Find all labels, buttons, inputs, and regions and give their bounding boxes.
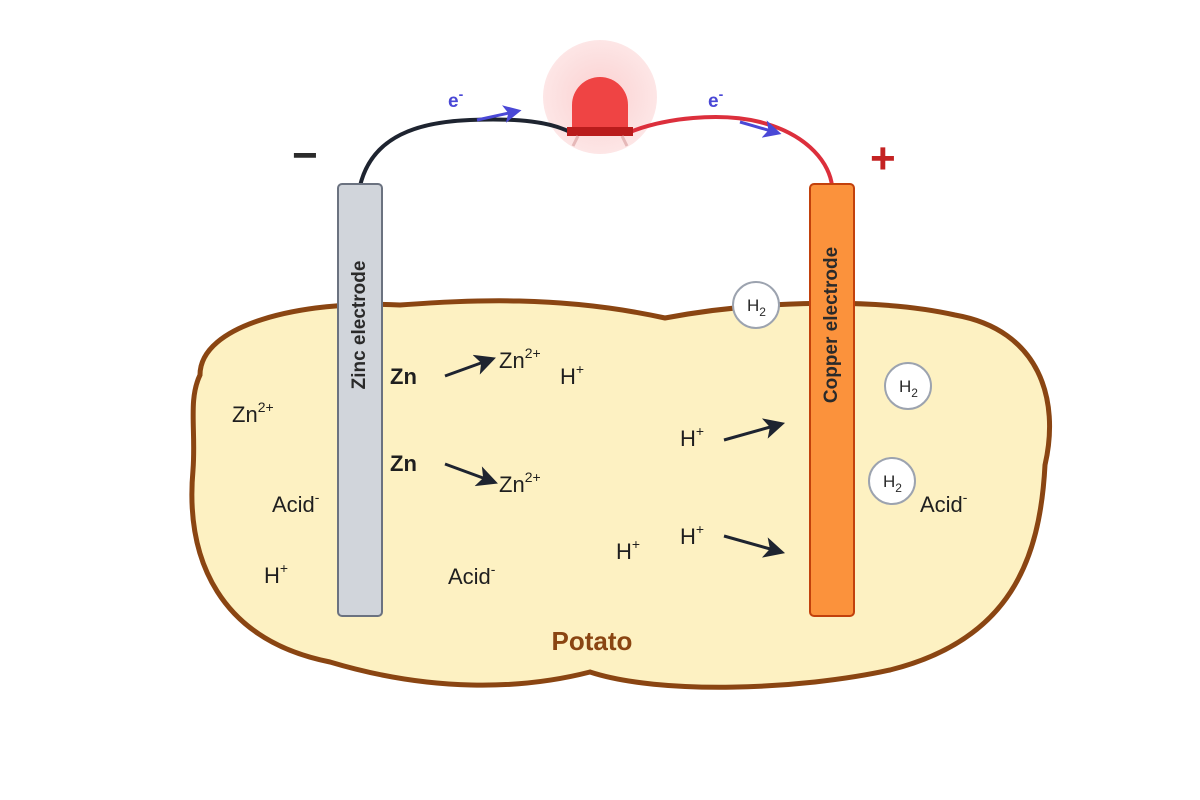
oxidation-arrow-2: [444, 462, 498, 487]
svg-text:H2: H2: [899, 377, 918, 400]
zinc-ion-label: Zn2+: [232, 399, 274, 427]
potato-label: Potato: [552, 626, 633, 656]
hydrogen-ion-arrow-2: [723, 534, 786, 558]
acid-anion-label: Acid-: [448, 561, 496, 589]
electron-arrow-right: [739, 120, 782, 138]
acid-anion-label: Acid-: [272, 489, 320, 517]
hydrogen-bubble: H2: [884, 362, 932, 410]
zinc-ion-label: Zn2+: [499, 345, 541, 373]
oxidation-arrow-1: [444, 354, 496, 378]
zinc-electrode-label: Zinc electrode: [349, 261, 370, 390]
hydrogen-ion-label: H+: [680, 423, 704, 451]
zinc-electrode: [337, 183, 383, 617]
svg-text:H2: H2: [747, 296, 766, 319]
zinc-ion-label: Zn2+: [499, 469, 541, 497]
copper-electrode: [809, 183, 855, 617]
copper-electrode-label: Copper electrode: [821, 247, 842, 403]
zinc-atom-label: Zn: [390, 451, 417, 476]
negative-wire: [358, 117, 571, 187]
hydrogen-ion-arrow-1: [723, 418, 786, 442]
hydrogen-ion-label: H+: [264, 560, 288, 588]
electron-arrow-left: [476, 105, 522, 123]
hydrogen-bubble: H2: [732, 281, 780, 329]
electron-label-left: e-: [448, 86, 464, 112]
hydrogen-ion-label: H+: [680, 521, 704, 549]
hydrogen-ion-label: H+: [616, 536, 640, 564]
svg-text:H2: H2: [883, 472, 902, 495]
hydrogen-bubble: H2: [868, 457, 916, 505]
zinc-atom-label: Zn: [390, 364, 417, 389]
positive-wire: [629, 115, 834, 187]
electron-label-right: e-: [708, 86, 724, 112]
led-bulb-icon: [567, 77, 633, 147]
positive-terminal-sign: +: [870, 134, 896, 183]
negative-terminal-sign: −: [292, 131, 318, 180]
hydrogen-ion-label: H+: [560, 361, 584, 389]
acid-anion-label: Acid-: [920, 489, 968, 517]
